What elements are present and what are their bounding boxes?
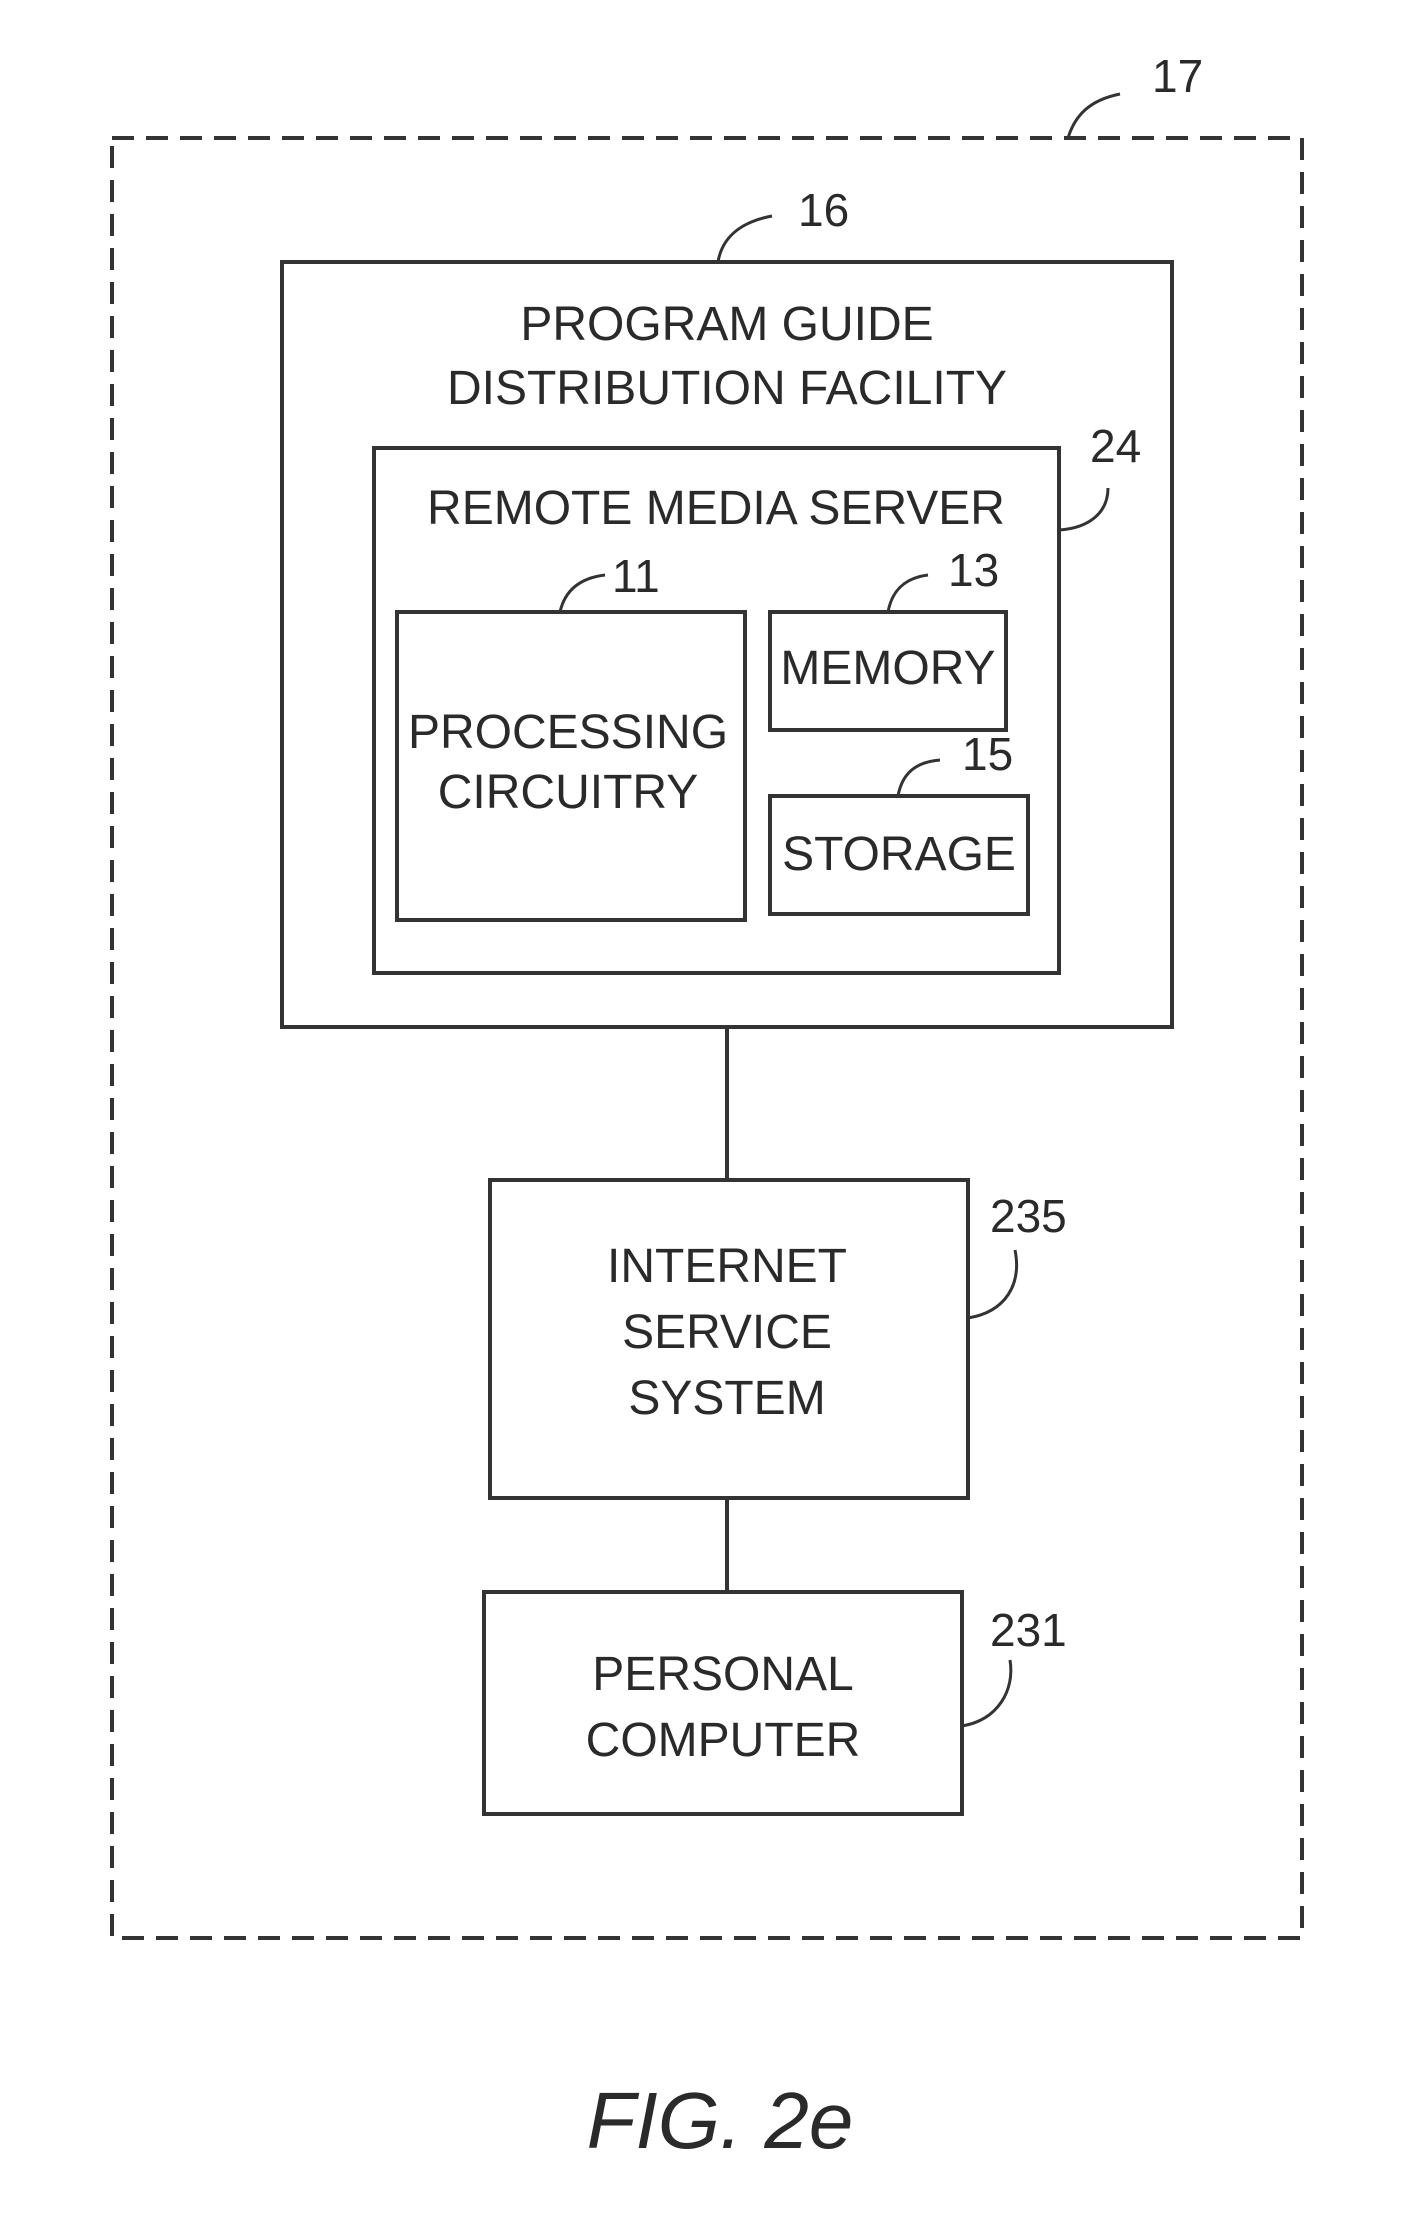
- facility-ref-leader: [718, 216, 772, 262]
- facility-title-line2: DISTRIBUTION FACILITY: [447, 362, 1007, 415]
- internet-line3: SYSTEM: [628, 1372, 825, 1425]
- personal-computer-box: [484, 1592, 962, 1814]
- computer-ref-leader: [962, 1660, 1011, 1726]
- server-ref-label: 24: [1090, 420, 1141, 472]
- storage-ref-label: 15: [962, 728, 1013, 780]
- processing-ref-label: 11: [612, 550, 660, 602]
- processing-line2: CIRCUITRY: [438, 766, 698, 819]
- computer-line2: COMPUTER: [586, 1714, 861, 1767]
- memory-ref-label: 13: [948, 544, 999, 596]
- outer-ref-label: 17: [1152, 50, 1203, 102]
- facility-ref-label: 16: [798, 184, 849, 236]
- outer-ref-leader: [1068, 94, 1120, 138]
- internet-ref-leader: [968, 1250, 1017, 1318]
- computer-line1: PERSONAL: [592, 1648, 853, 1701]
- memory-label: MEMORY: [780, 642, 995, 695]
- storage-label: STORAGE: [782, 828, 1016, 881]
- internet-line1: INTERNET: [607, 1240, 847, 1293]
- server-title: REMOTE MEDIA SERVER: [427, 482, 1005, 535]
- facility-title-line1: PROGRAM GUIDE: [520, 298, 933, 351]
- internet-ref-label: 235: [990, 1190, 1067, 1242]
- internet-line2: SERVICE: [622, 1306, 832, 1359]
- computer-ref-label: 231: [990, 1604, 1067, 1656]
- figure-caption: FIG. 2e: [587, 2076, 854, 2165]
- processing-line1: PROCESSING: [408, 706, 728, 759]
